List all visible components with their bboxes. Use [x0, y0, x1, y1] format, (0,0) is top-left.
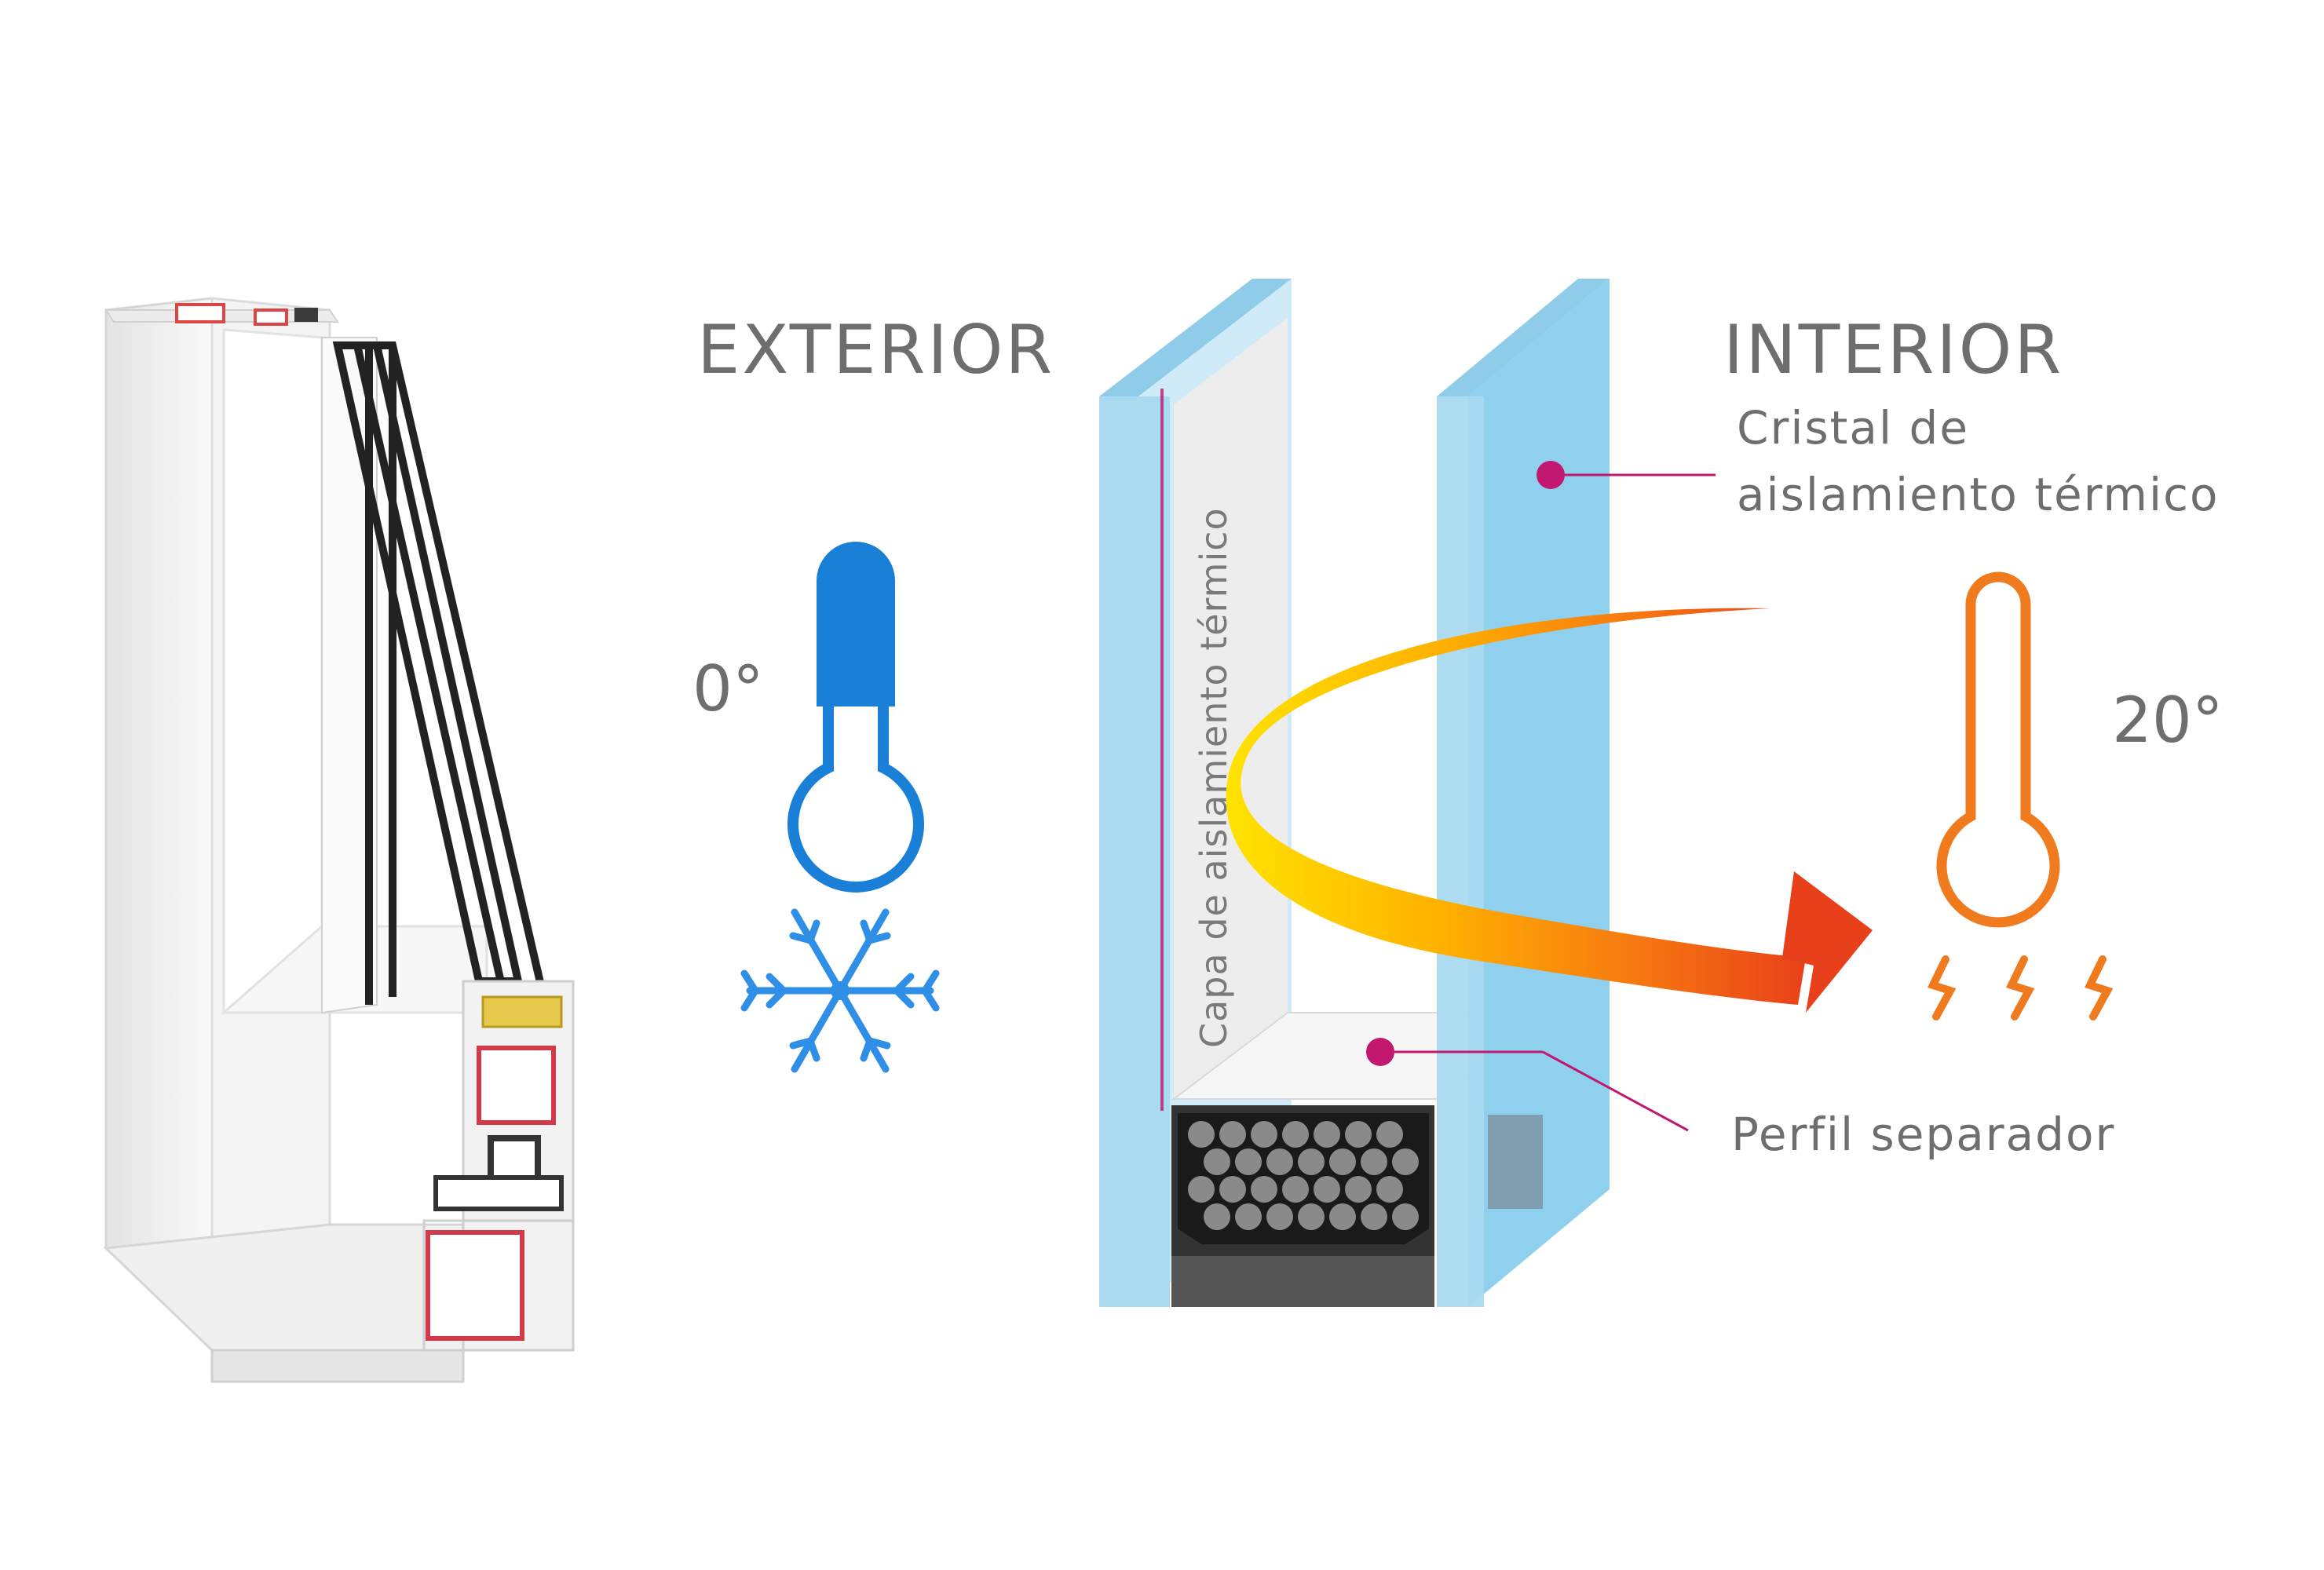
insulation-cavity: [1174, 318, 1288, 1099]
spacer-profile-label: Perfil separador: [1731, 1108, 2115, 1161]
interior-label: INTERIOR: [1723, 311, 2063, 389]
double-glazing-unit: [1099, 279, 1610, 1307]
thermometer-cold-icon: [787, 542, 924, 893]
snowflake-icon: [740, 908, 940, 1073]
interior-temperature: 20°: [2112, 684, 2224, 757]
heat-waves-icon: [1927, 955, 2114, 1020]
outer-glass-pane-face: [1099, 396, 1138, 1307]
window-frame-corner: [103, 297, 575, 1383]
spacer-callout: [1366, 1038, 1689, 1132]
outer-glass-pane: [1099, 279, 1292, 396]
glass-label-line1: Cristal de: [1737, 401, 1969, 455]
exterior-temperature: 0°: [692, 652, 764, 725]
glass-label-line2: aislamiento térmico: [1737, 468, 2220, 521]
glass-callout: [1537, 461, 1716, 489]
spacer-profile: [1171, 1105, 1434, 1307]
heat-flow-arrow: [1226, 608, 1873, 1013]
inner-glass-pane: [1437, 279, 1610, 396]
thermometer-warm-icon: [1936, 571, 2060, 928]
exterior-label: EXTERIOR: [697, 311, 1054, 389]
